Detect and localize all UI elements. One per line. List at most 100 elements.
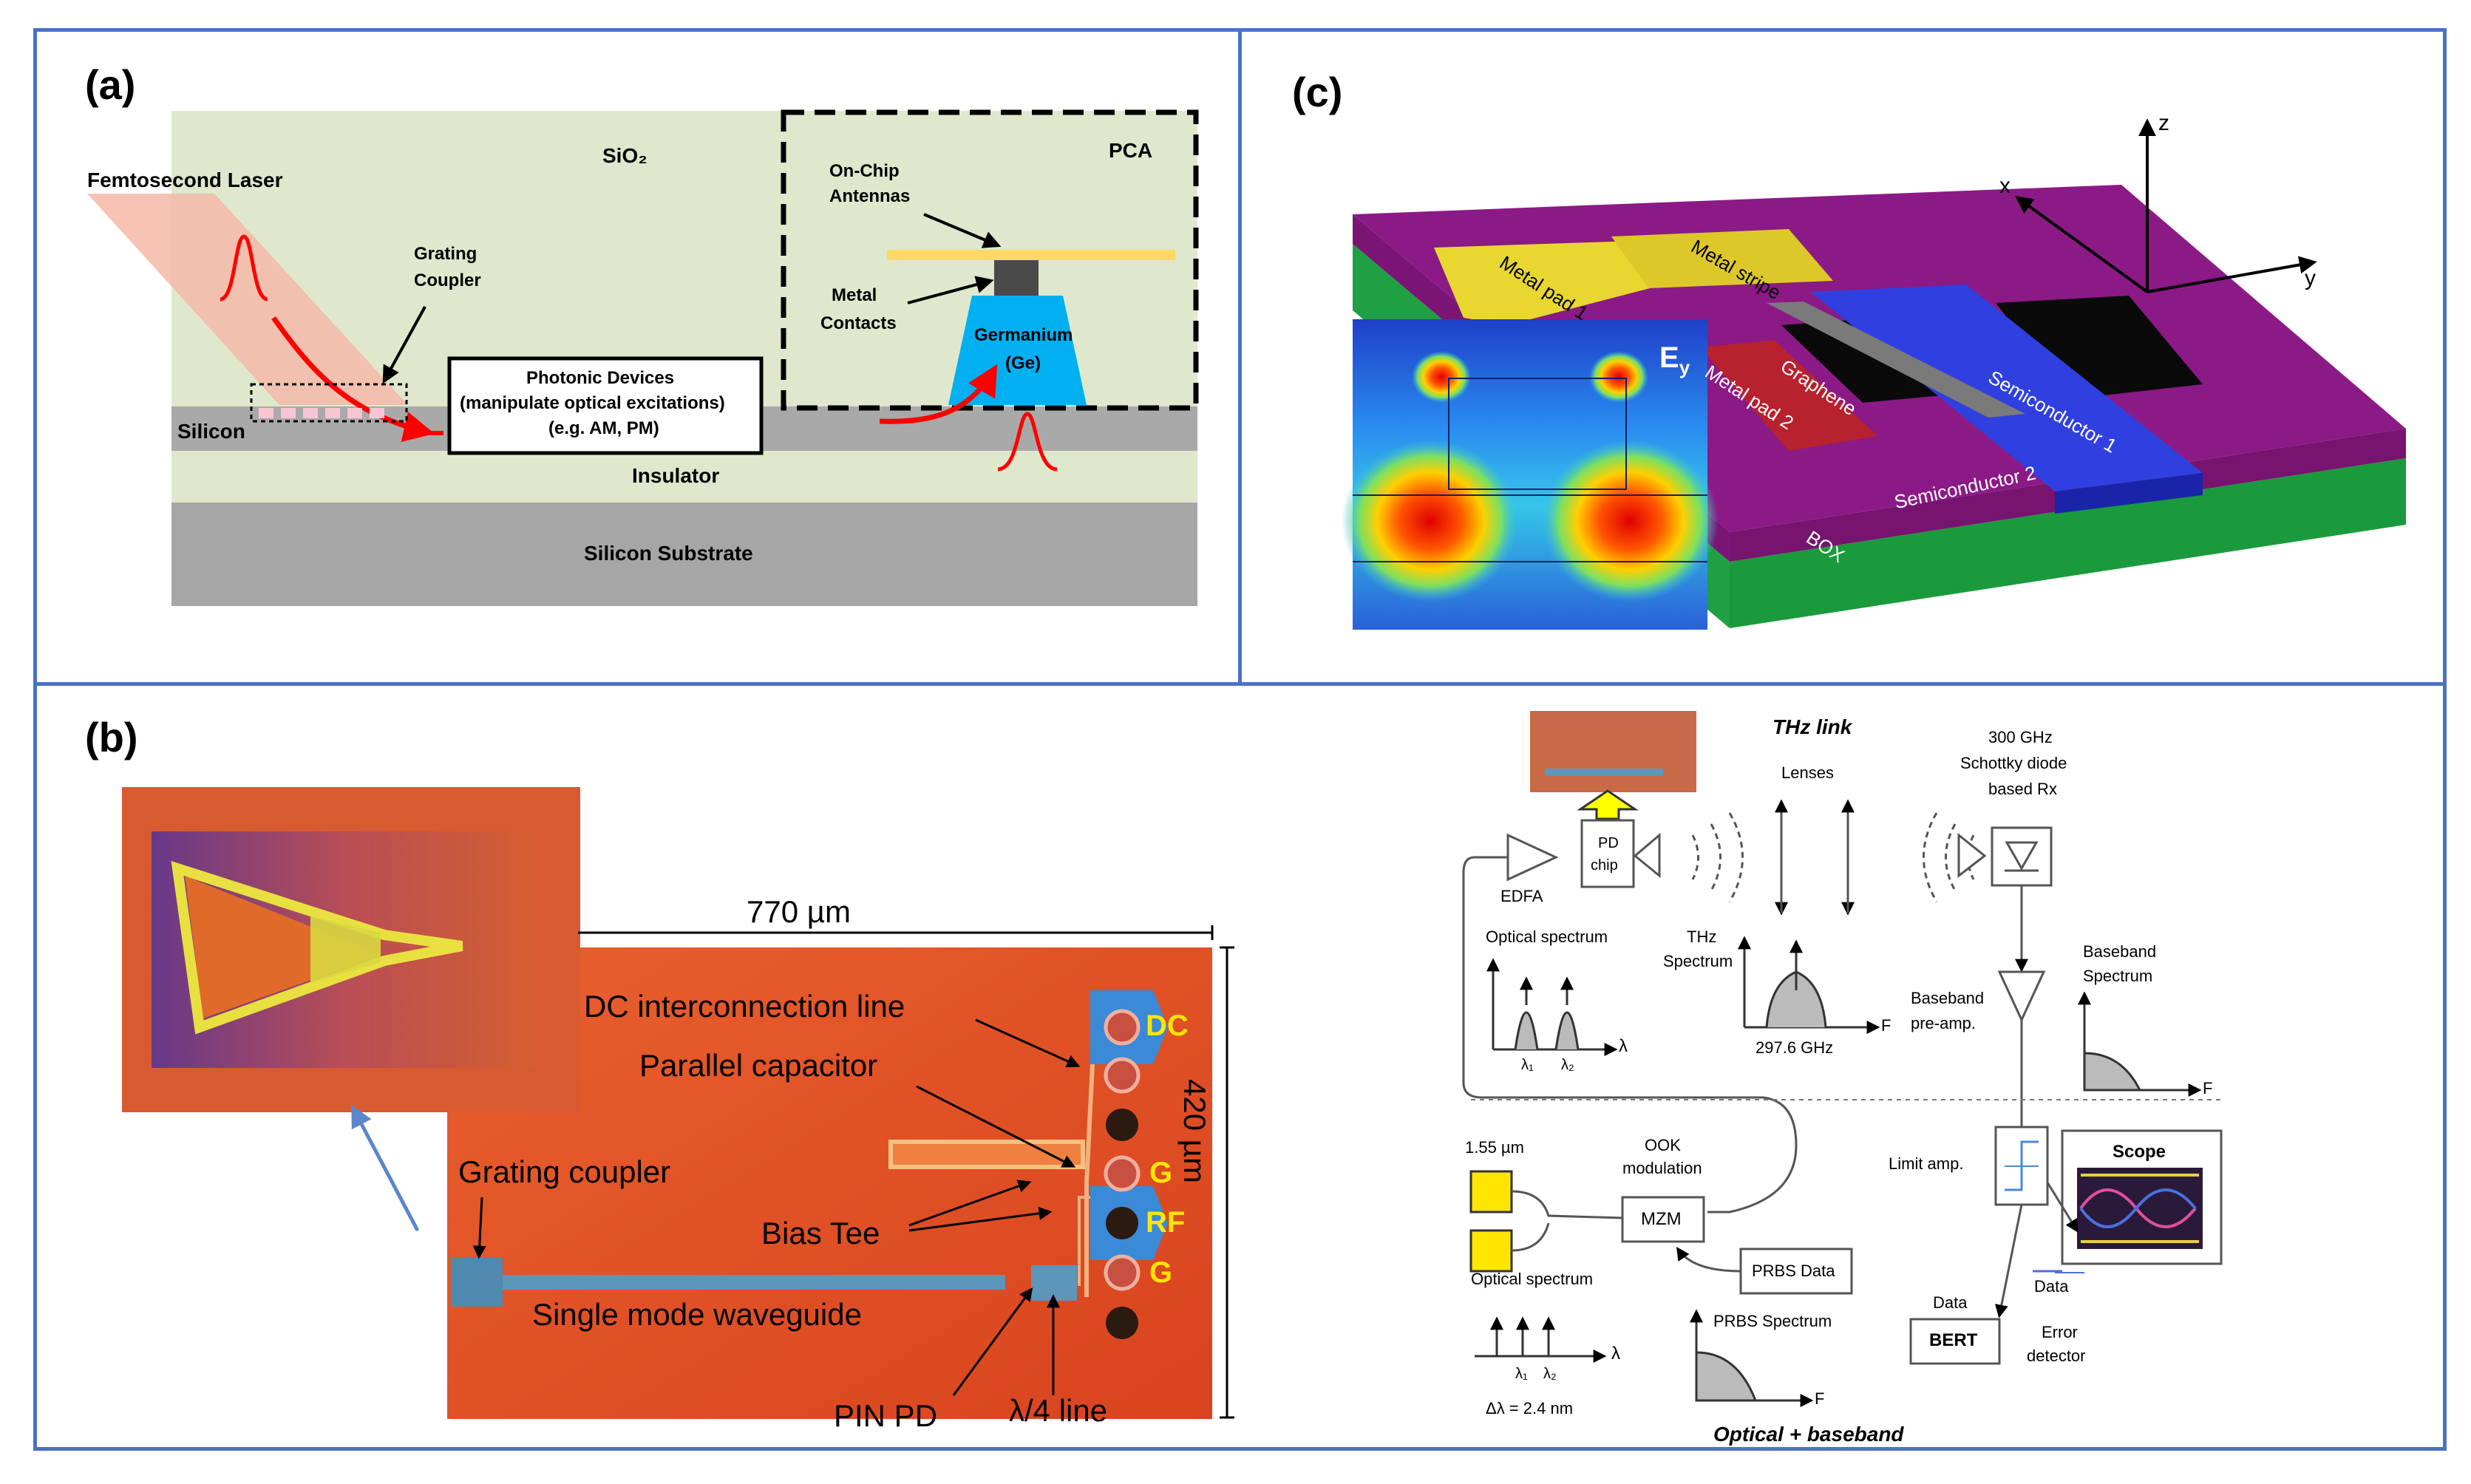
semi1-top (1811, 285, 2203, 491)
pin-leader (952, 1287, 1033, 1396)
photonic-devices-box (447, 356, 764, 455)
fiber-loop (1462, 856, 1798, 1214)
substrate-label: Silicon Substrate (584, 542, 753, 565)
lenses-label: Lenses (1781, 763, 1834, 782)
grating-dotted-box (250, 383, 408, 423)
panel-b-frame (33, 682, 2447, 1451)
scope-screen (2077, 1168, 2203, 1249)
ge-excitation-arrow (879, 364, 998, 424)
preamp-label-2: pre-amp. (1911, 1014, 1977, 1032)
thz-spectrum-label-2: Spectrum (1663, 952, 1733, 970)
grating-coupler-label: Grating coupler (458, 1154, 671, 1189)
panel-a-label: (a) (85, 61, 136, 108)
rx-triangle (1957, 832, 1987, 879)
graphene-stripe (1767, 302, 2025, 418)
antennas-label-1: On-Chip (829, 161, 900, 181)
baseband-spectrum-2: Spectrum (2083, 967, 2153, 985)
panel-c-label: (c) (1292, 69, 1343, 115)
spectrum-optical-bottom (1475, 1316, 1607, 1363)
metal-contacts-label-1: Metal (832, 285, 877, 305)
pad-2 (1104, 1057, 1141, 1094)
data-label-left: Data (1933, 1293, 1968, 1312)
lambda-bottom: λ (1611, 1344, 1620, 1364)
lambda-top: λ (1619, 1036, 1628, 1056)
semi1-front (2055, 473, 2203, 514)
axis-x-label: x (1999, 174, 2011, 198)
error-detector-1: Error (2042, 1323, 2078, 1341)
edfa-triangle (1506, 833, 1559, 882)
metal-pointer (907, 276, 994, 304)
pd-chip-label-2: chip (1591, 857, 1618, 874)
insulator-layer (171, 451, 1197, 503)
prbs-box (1739, 1248, 1853, 1295)
optical-spectrum-top: Optical spectrum (1486, 928, 1608, 946)
rx-label-2: Schottky diode (1960, 754, 2067, 772)
field-label: Ey (1659, 341, 1690, 379)
field-label-main: E (1659, 341, 1679, 374)
laser-2 (1469, 1229, 1513, 1273)
pad-dc (1104, 1009, 1141, 1046)
mzm-box (1621, 1196, 1705, 1243)
pulse-bottom (997, 412, 1058, 472)
pca-label: PCA (1109, 139, 1153, 162)
waveguide (473, 1275, 1005, 1290)
lambda2-top: λ₂ (1561, 1057, 1574, 1073)
f-baseband: F (2203, 1079, 2213, 1097)
axis-y-label: y (2305, 266, 2316, 290)
grating-pointer (382, 306, 426, 384)
height-dimension: 420 µm (1177, 1079, 1212, 1183)
field-waveguide-outline (1448, 378, 1627, 490)
quarter-line-label: λ/4 line (1009, 1393, 1108, 1428)
pin-pd-label: PIN PD (834, 1398, 938, 1433)
grating-leader (472, 1197, 486, 1259)
axis-x-line (2015, 196, 2149, 293)
yellow-arrow (1577, 789, 1639, 820)
metal-contact (994, 260, 1039, 296)
pd-chip-box (1580, 819, 1635, 888)
prbs-data-label: PRBS Data (1752, 1262, 1835, 1280)
freq-297: 297.6 GHz (1755, 1038, 1834, 1057)
femtosecond-laser-label: Femtosecond Laser (87, 169, 283, 191)
eye-diagram (2079, 1174, 2199, 1243)
grating-label-1: Grating (414, 244, 477, 264)
preamp-triangle (1997, 970, 2046, 1023)
pad-3 (1106, 1109, 1138, 1141)
laser-path-arrow (271, 316, 435, 443)
pad-rf (1106, 1207, 1138, 1239)
ook-label-2: modulation (1622, 1159, 1702, 1177)
lambda1-bottom: λ₁ (1515, 1366, 1528, 1382)
germanium-label-2: (Ge) (1005, 353, 1041, 373)
axis-z-label: z (2158, 111, 2169, 135)
photonic-devices-line-1: Photonic Devices (526, 368, 675, 388)
photonic-devices-line-2: (manipulate optical excitations) (460, 393, 725, 413)
dc-line-label: DC interconnection line (584, 989, 905, 1024)
spectrum-prbs (1690, 1309, 1814, 1407)
sio2-label: SiO₂ (602, 144, 648, 167)
spectrum-optical-top (1486, 958, 1618, 1056)
pd-chip-label-1: PD (1598, 835, 1619, 851)
capacitor-bar (888, 1140, 1085, 1169)
f-prbs: F (1815, 1389, 1825, 1408)
preamp-label-1: Baseband (1911, 989, 1985, 1007)
data-label-right: Data (2034, 1277, 2069, 1296)
dc-leader (975, 1018, 1081, 1068)
grating-coupler-patch (451, 1258, 503, 1307)
thz-link-label: THz link (1772, 715, 1852, 738)
silicon-label: Silicon (177, 420, 245, 443)
f-thz: F (1881, 1016, 1892, 1035)
pad-dc-label: DC (1146, 1010, 1189, 1042)
spectrum-thz (1738, 936, 1880, 1034)
width-dimension: 770 µm (747, 894, 851, 929)
inset-pointer (351, 1104, 420, 1232)
pad-g2-label: G (1149, 1256, 1173, 1289)
thz-waves (1691, 812, 1975, 902)
la-to-scope (2046, 1182, 2079, 1233)
metal-stripe (1611, 229, 1833, 288)
pad-rf-label: RF (1146, 1206, 1186, 1239)
baseband-spectrum-1: Baseband (2083, 942, 2157, 961)
antenna-pointer (923, 213, 1002, 248)
pd-block (1031, 1265, 1077, 1301)
limit-amp-label: Limit amp. (1889, 1154, 1964, 1173)
